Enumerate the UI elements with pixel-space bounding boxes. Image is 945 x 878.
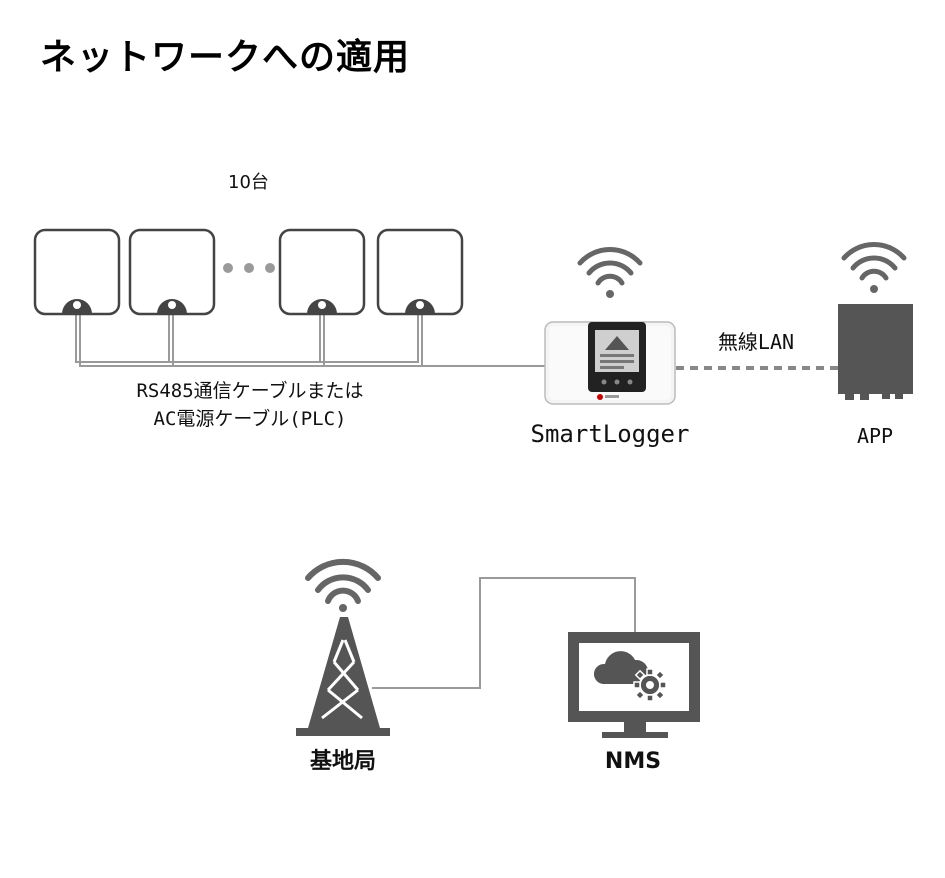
- wifi-icon: [305, 558, 381, 612]
- nms-label: NMS: [605, 749, 661, 774]
- more-inverters-dots: [223, 263, 275, 273]
- smartlogger-device: [544, 321, 676, 405]
- nms-link: [372, 577, 636, 689]
- base-station-label: 基地局: [310, 749, 376, 774]
- app-device: [838, 304, 913, 400]
- inverter-4: [376, 228, 464, 316]
- app-label: APP: [857, 424, 893, 448]
- inverter-2: [128, 228, 216, 316]
- cloud-gear-icon: [593, 651, 667, 702]
- page-title: ネットワークへの適用: [40, 37, 411, 78]
- cable-label-line2: AC電源ケーブル(PLC): [154, 407, 347, 430]
- inverter-count-label: 10台: [228, 172, 269, 193]
- cable-label-line1: RS485通信ケーブルまたは: [136, 379, 363, 402]
- inverter-1: [33, 228, 121, 316]
- smartlogger-label: SmartLogger: [531, 420, 690, 448]
- inverter-3: [278, 228, 366, 316]
- wlan-label: 無線LAN: [718, 330, 794, 354]
- rs485-wires: [75, 312, 545, 367]
- wifi-icon: [841, 242, 907, 293]
- wifi-icon: [577, 247, 643, 298]
- cell-tower-icon: [296, 617, 390, 736]
